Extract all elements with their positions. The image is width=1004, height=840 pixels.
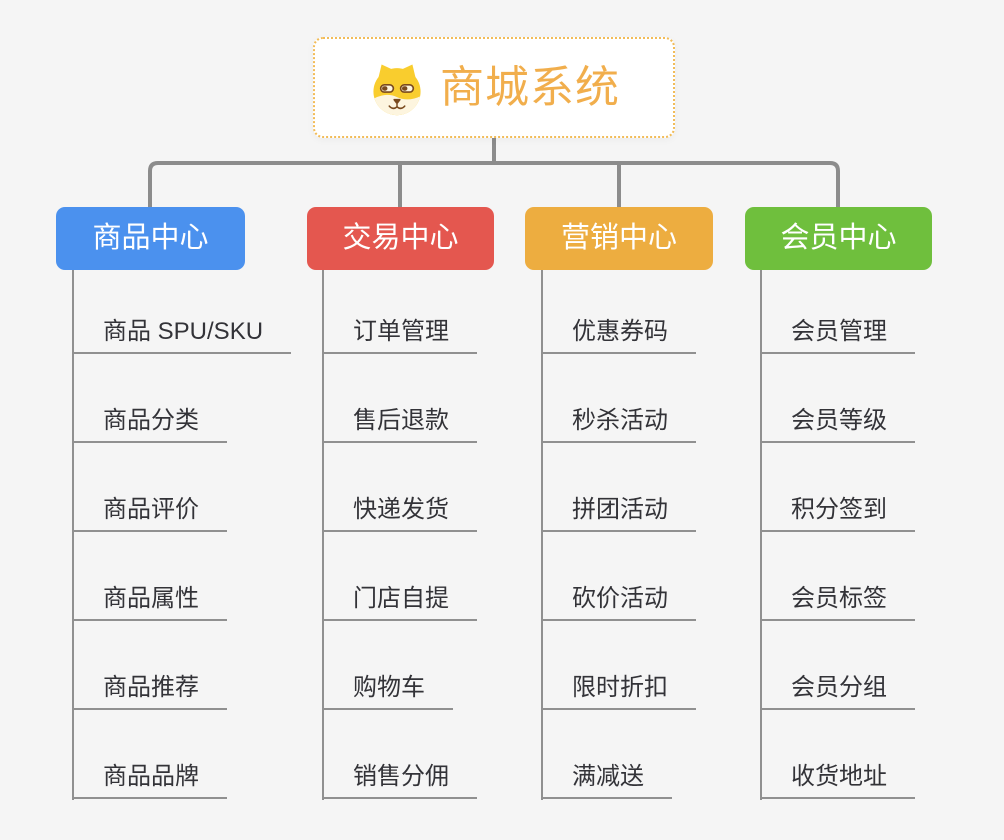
subtopic-coupon-code[interactable]: 优惠券码	[542, 319, 696, 354]
subtopic-product-review[interactable]: 商品评价	[73, 497, 227, 532]
subtopic-product-recommend[interactable]: 商品推荐	[73, 675, 227, 710]
subtopic-member-management[interactable]: 会员管理	[761, 319, 915, 354]
subtopic-express-delivery[interactable]: 快递发货	[323, 497, 477, 532]
subtopic-points-check-in[interactable]: 积分签到	[761, 497, 915, 532]
subtopic-member-group[interactable]: 会员分组	[761, 675, 915, 710]
subtopic-member-tag[interactable]: 会员标签	[761, 586, 915, 621]
root-title: 商城系统	[440, 62, 620, 112]
subtopic-product-category[interactable]: 商品分类	[73, 408, 227, 443]
subtopic-product-brand[interactable]: 商品品牌	[73, 764, 227, 799]
subtopic-shopping-cart[interactable]: 购物车	[323, 675, 453, 710]
subtopic-sales-commission[interactable]: 销售分佣	[323, 764, 477, 799]
subtopic-store-pickup[interactable]: 门店自提	[323, 586, 477, 621]
branch-member-center[interactable]: 会员中心	[745, 207, 932, 270]
subtopic-full-reduction[interactable]: 满减送	[542, 764, 672, 799]
subtopic-order-management[interactable]: 订单管理	[323, 319, 477, 354]
subtopic-member-level[interactable]: 会员等级	[761, 408, 915, 443]
root-topic[interactable]: 商城系统	[313, 37, 675, 138]
subtopic-after-sales-refund[interactable]: 售后退款	[323, 408, 477, 443]
dog-face-icon	[373, 63, 421, 115]
subtopic-product-spu-sku[interactable]: 商品 SPU/SKU	[73, 319, 292, 354]
branch-product-center[interactable]: 商品中心	[56, 207, 245, 270]
subtopic-shipping-address[interactable]: 收货地址	[761, 764, 915, 799]
branch-trade-center[interactable]: 交易中心	[307, 207, 494, 270]
subtopic-product-attribute[interactable]: 商品属性	[73, 586, 227, 621]
subtopic-limited-time-discount[interactable]: 限时折扣	[542, 675, 696, 710]
subtopic-bargain-activity[interactable]: 砍价活动	[542, 586, 696, 621]
branch-marketing-center[interactable]: 营销中心	[525, 207, 713, 270]
subtopic-group-buy[interactable]: 拼团活动	[542, 497, 696, 532]
subtopic-flash-sale[interactable]: 秒杀活动	[542, 408, 696, 443]
